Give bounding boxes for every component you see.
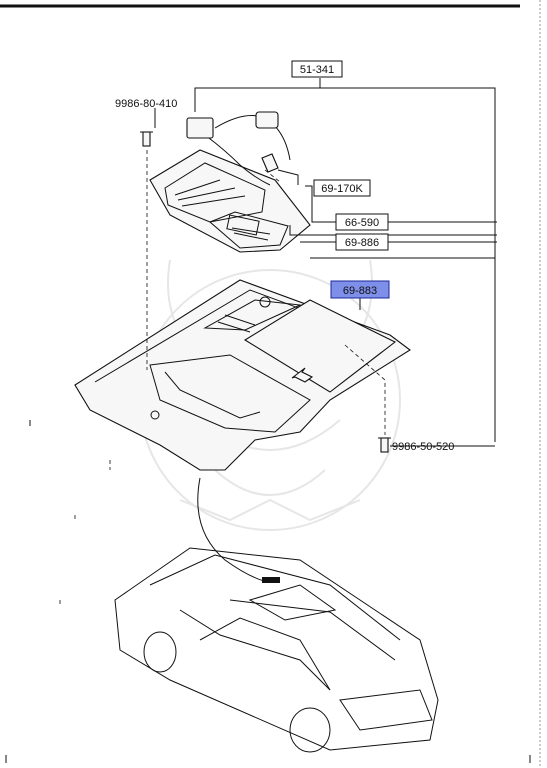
leader-lines [154, 78, 497, 447]
callout-text: 69-883 [343, 285, 377, 297]
console-upper-assembly [140, 111, 311, 253]
callout-text: 51-341 [300, 64, 334, 76]
car-illustration [114, 547, 439, 753]
callout-9986-50-520[interactable]: 9986-50-520 [392, 441, 454, 453]
callout-69-883-highlighted[interactable]: 69-883 [330, 280, 390, 299]
callout-text: 9986-80-410 [115, 98, 177, 110]
callout-69-170k[interactable]: 69-170K [313, 179, 371, 197]
margin-ticks [5, 420, 531, 763]
callout-69-886[interactable]: 69-886 [335, 233, 389, 251]
callout-text: 69-170K [321, 183, 363, 195]
callout-66-590[interactable]: 66-590 [335, 213, 389, 231]
alignment-dashes [59, 150, 386, 606]
callout-51-341[interactable]: 51-341 [291, 60, 343, 78]
callout-9986-80-410[interactable]: 9986-80-410 [115, 98, 177, 110]
location-connector-line [197, 477, 269, 583]
callout-text: 9986-50-520 [392, 441, 454, 453]
console-lower-panel [74, 279, 411, 471]
callout-text: 69-886 [345, 237, 379, 249]
callout-text: 66-590 [345, 217, 379, 229]
